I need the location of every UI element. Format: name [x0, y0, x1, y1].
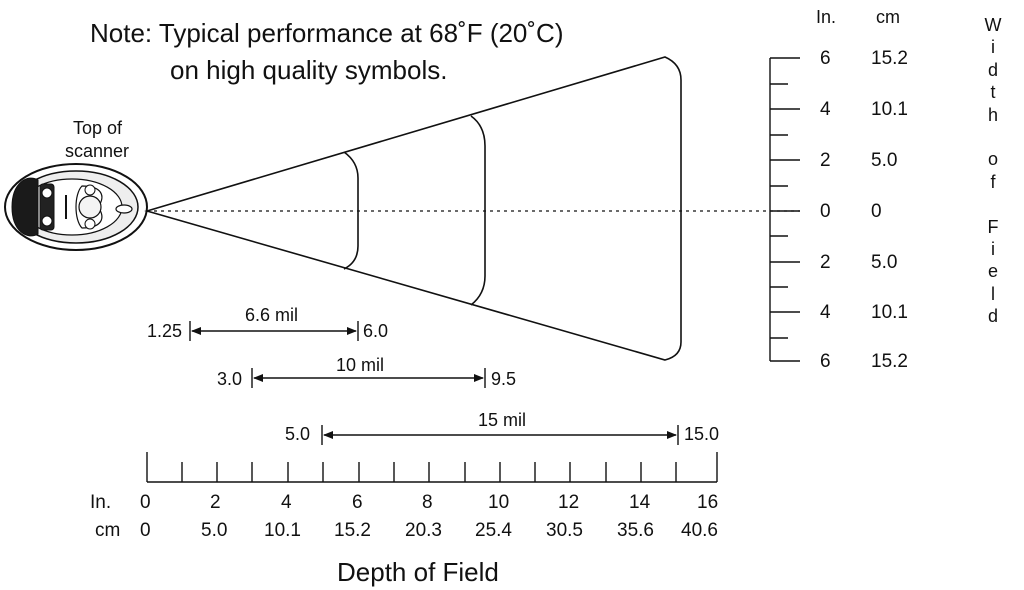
depth-tick-cm-20-3: 20.3: [405, 520, 442, 541]
range-6-6-mil-start: 1.25: [147, 321, 183, 341]
depth-tick-in-2: 2: [210, 492, 221, 513]
depth-tick-in-8: 8: [422, 492, 433, 513]
depth-tick-cm-5-0: 5.0: [201, 520, 228, 541]
width-tick-cm-5-0-bottom: 5.0: [871, 252, 898, 273]
range-6-6-mil-label: 6.6 mil: [245, 305, 299, 325]
depth-unit-in: In.: [90, 492, 112, 513]
depth-tick-cm-25-4: 25.4: [475, 520, 512, 541]
width-tick-cm-5-0-top: 5.0: [871, 150, 898, 171]
width-unit-cm: cm: [876, 7, 900, 27]
range-15-mil-end: 15.0: [684, 424, 720, 444]
width-tick-in-0: 0: [820, 201, 831, 222]
width-tick-in-2-bottom: 2: [820, 252, 831, 273]
width-tick-cm-15-2-bottom: 15.2: [871, 351, 908, 372]
note-line-1: Note: Typical performance at 68˚F (20˚C): [90, 18, 564, 48]
depth-tick-cm-10-1: 10.1: [264, 520, 301, 541]
range-10-mil-start: 3.0: [217, 369, 243, 389]
range-10-mil-label: 10 mil: [336, 355, 385, 375]
depth-tick-cm-30-5: 30.5: [546, 520, 583, 541]
width-tick-in-4-bottom: 4: [820, 302, 831, 323]
range-15-mil-start: 5.0: [285, 424, 311, 444]
depth-tick-in-6: 6: [352, 492, 363, 513]
width-tick-in-6-bottom: 6: [820, 351, 831, 372]
depth-tick-in-0: 0: [140, 492, 151, 513]
scanner-label-line-2: scanner: [65, 141, 130, 161]
depth-tick-in-4: 4: [281, 492, 292, 513]
depth-tick-cm-35-6: 35.6: [617, 520, 654, 541]
depth-ruler: [146, 452, 718, 483]
width-tick-cm-0: 0: [871, 201, 882, 222]
depth-tick-cm-0: 0: [140, 520, 151, 541]
range-15-mil-label: 15 mil: [478, 410, 527, 430]
range-bars: [189, 321, 679, 445]
note-line-2: on high quality symbols.: [170, 55, 448, 85]
scan-field-cone: [144, 56, 682, 361]
depth-tick-in-12: 12: [558, 492, 580, 513]
depth-axis-title: Depth of Field: [337, 557, 499, 587]
depth-tick-in-16: 16: [697, 492, 719, 513]
width-tick-cm-10-1-top: 10.1: [871, 99, 908, 120]
depth-tick-cm-15-2: 15.2: [334, 520, 371, 541]
depth-tick-in-14: 14: [629, 492, 651, 513]
width-tick-in-6-top: 6: [820, 48, 831, 69]
depth-tick-in-10: 10: [488, 492, 510, 513]
scanner-label-line-1: Top of: [73, 118, 123, 138]
width-tick-cm-10-1-bottom: 10.1: [871, 302, 908, 323]
width-unit-in: In.: [816, 7, 837, 27]
range-10-mil-end: 9.5: [491, 369, 517, 389]
depth-unit-cm: cm: [95, 520, 121, 541]
width-tick-in-2-top: 2: [820, 150, 831, 171]
depth-tick-cm-40-6: 40.6: [681, 520, 718, 541]
width-tick-in-4-top: 4: [820, 99, 831, 120]
scanner-icon: [4, 163, 148, 251]
range-6-6-mil-end: 6.0: [363, 321, 389, 341]
width-axis-title: W i d t h o f F i e l d: [984, 15, 1002, 327]
width-tick-cm-15-2-top: 15.2: [871, 48, 908, 69]
width-scale: [769, 57, 800, 362]
